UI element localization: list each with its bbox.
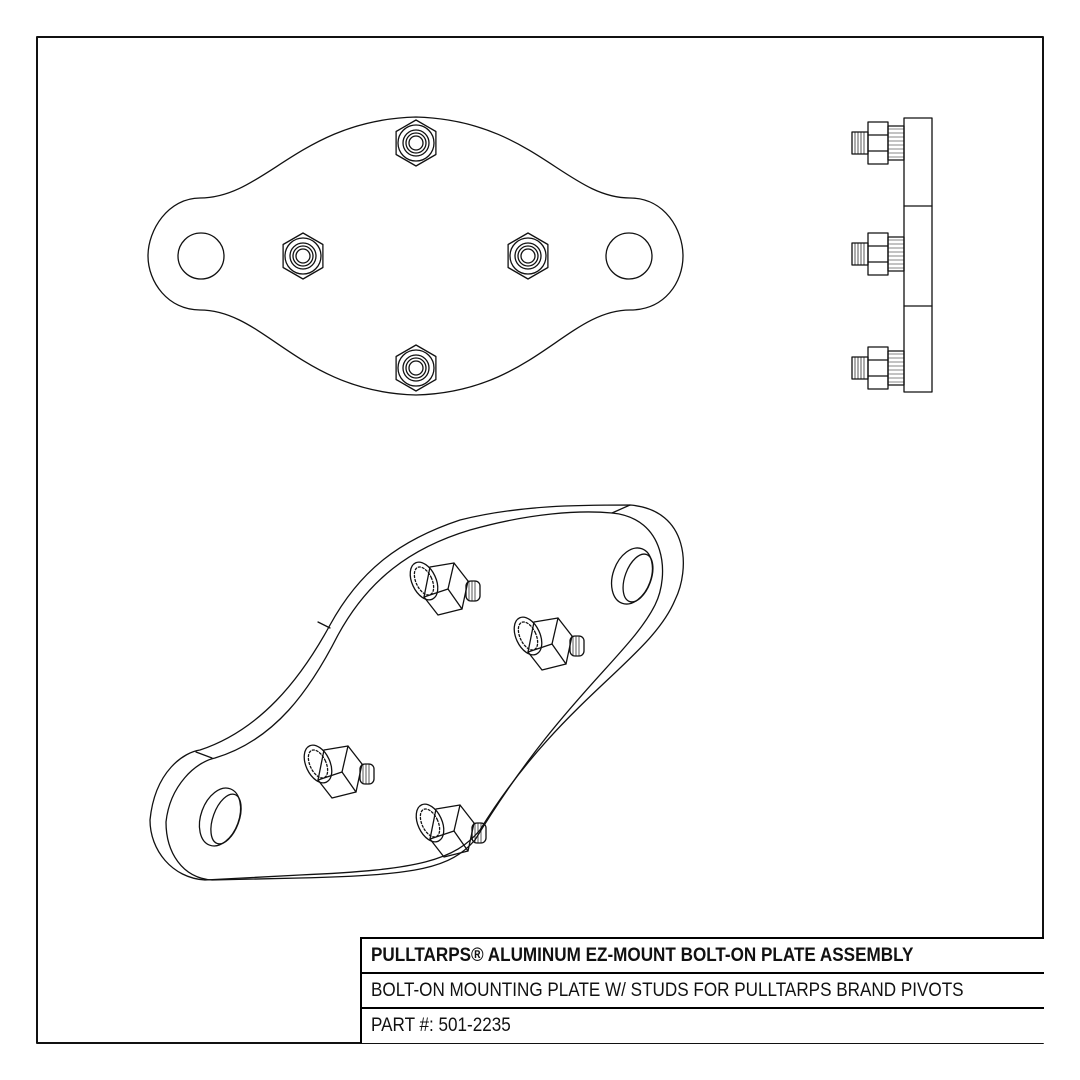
nut-edge-line bbox=[453, 804, 461, 832]
iso-plate-corner-line bbox=[611, 504, 631, 514]
stud-thread-outer bbox=[402, 354, 430, 382]
iso-serrated-washer bbox=[303, 744, 333, 784]
stud-thread-outer bbox=[289, 242, 317, 270]
stud-thread-inner bbox=[292, 245, 314, 267]
drawing-border bbox=[36, 36, 1044, 1044]
stud-tip bbox=[520, 248, 536, 264]
nut-edge-line bbox=[341, 771, 357, 793]
side-stud-thread bbox=[851, 131, 869, 155]
nut-chamfer-circle bbox=[284, 237, 322, 275]
side-stud-thread bbox=[851, 242, 869, 266]
iso-mount-hole-top-right-inner bbox=[622, 553, 654, 603]
part-number: PART #: 501-2235 bbox=[371, 1015, 511, 1036]
assembly-title: PULLTARPS® ALUMINUM EZ-MOUNT BOLT-ON PLA… bbox=[371, 944, 914, 966]
side-view-plate bbox=[903, 117, 933, 393]
stud-tip bbox=[408, 360, 424, 376]
nut-edge-line bbox=[423, 588, 449, 598]
stud-tip bbox=[408, 135, 424, 151]
nut-edge-line bbox=[341, 745, 349, 773]
hex-nut-outline bbox=[395, 344, 437, 392]
nut-edge-line bbox=[551, 643, 567, 665]
iso-serrated-washer bbox=[513, 616, 543, 656]
assembly-description: BOLT-ON MOUNTING PLATE W/ STUDS FOR PULL… bbox=[371, 979, 964, 1001]
nut-edge-line bbox=[429, 830, 455, 840]
hex-nut-outline bbox=[507, 232, 549, 280]
side-serrated-washer bbox=[887, 236, 905, 272]
side-view-stud bbox=[851, 346, 905, 390]
top-view bbox=[147, 116, 684, 396]
side-view-stud bbox=[851, 232, 905, 276]
side-hex-nut bbox=[867, 346, 889, 390]
stud-thread-inner bbox=[517, 245, 539, 267]
nut-edge-line bbox=[447, 562, 455, 590]
side-serrated-washer bbox=[887, 125, 905, 161]
stud-thread-inner bbox=[405, 357, 427, 379]
iso-serrated-washer bbox=[409, 561, 439, 601]
nut-edge-line bbox=[447, 588, 463, 610]
stud-thread-outer bbox=[514, 242, 542, 270]
title-block-title-row: PULLTARPS® ALUMINUM EZ-MOUNT BOLT-ON PLA… bbox=[362, 939, 1044, 974]
side-hex-nut bbox=[867, 232, 889, 276]
iso-plate-segment-line bbox=[195, 751, 213, 759]
nut-edge-line bbox=[453, 830, 469, 852]
nut-edge-line bbox=[551, 617, 559, 645]
stud-thread-inner bbox=[405, 132, 427, 154]
iso-washer-teeth bbox=[413, 566, 435, 596]
nut-chamfer-circle bbox=[397, 349, 435, 387]
side-view-stud bbox=[851, 121, 905, 165]
stud-tip bbox=[295, 248, 311, 264]
nut-chamfer-circle bbox=[509, 237, 547, 275]
iso-washer-teeth bbox=[517, 621, 539, 651]
top-view-mount-hole-right bbox=[605, 232, 653, 280]
iso-mount-hole-bottom-left-inner bbox=[210, 793, 242, 845]
iso-stud-thread bbox=[569, 635, 585, 657]
iso-stud-thread bbox=[359, 763, 375, 785]
iso-serrated-washer bbox=[415, 803, 445, 843]
top-view-stud-nut bbox=[395, 119, 437, 167]
hex-nut-outline bbox=[282, 232, 324, 280]
iso-stud-assembly bbox=[303, 744, 375, 799]
stud-thread-outer bbox=[402, 129, 430, 157]
iso-stud-assembly bbox=[415, 803, 487, 858]
nut-edge-line bbox=[527, 643, 553, 653]
iso-stud-thread bbox=[471, 822, 487, 844]
iso-plate-segment-line bbox=[317, 621, 331, 629]
side-stud-thread bbox=[851, 356, 869, 380]
iso-washer-teeth bbox=[419, 808, 441, 838]
top-view-plate-outline bbox=[147, 116, 684, 396]
side-view bbox=[851, 117, 933, 393]
nut-edge-line bbox=[317, 771, 343, 781]
iso-plate-face bbox=[165, 511, 664, 881]
title-block-part-row: PART #: 501-2235 bbox=[362, 1009, 1044, 1043]
top-view-stud-nut bbox=[395, 344, 437, 392]
top-view-mount-hole-left bbox=[177, 232, 225, 280]
nut-chamfer-circle bbox=[397, 124, 435, 162]
hex-nut-outline bbox=[395, 119, 437, 167]
title-block: PULLTARPS® ALUMINUM EZ-MOUNT BOLT-ON PLA… bbox=[360, 937, 1044, 1043]
title-block-description-row: BOLT-ON MOUNTING PLATE W/ STUDS FOR PULL… bbox=[362, 974, 1044, 1009]
side-serrated-washer bbox=[887, 350, 905, 386]
iso-stud-thread bbox=[465, 580, 481, 602]
iso-washer-teeth bbox=[307, 749, 329, 779]
isometric-view bbox=[149, 504, 684, 881]
top-view-stud-nut bbox=[282, 232, 324, 280]
iso-plate-thickness-edge bbox=[149, 504, 684, 881]
top-view-stud-nut bbox=[507, 232, 549, 280]
iso-stud-assembly bbox=[513, 616, 585, 671]
side-hex-nut bbox=[867, 121, 889, 165]
iso-stud-assembly bbox=[409, 561, 481, 616]
